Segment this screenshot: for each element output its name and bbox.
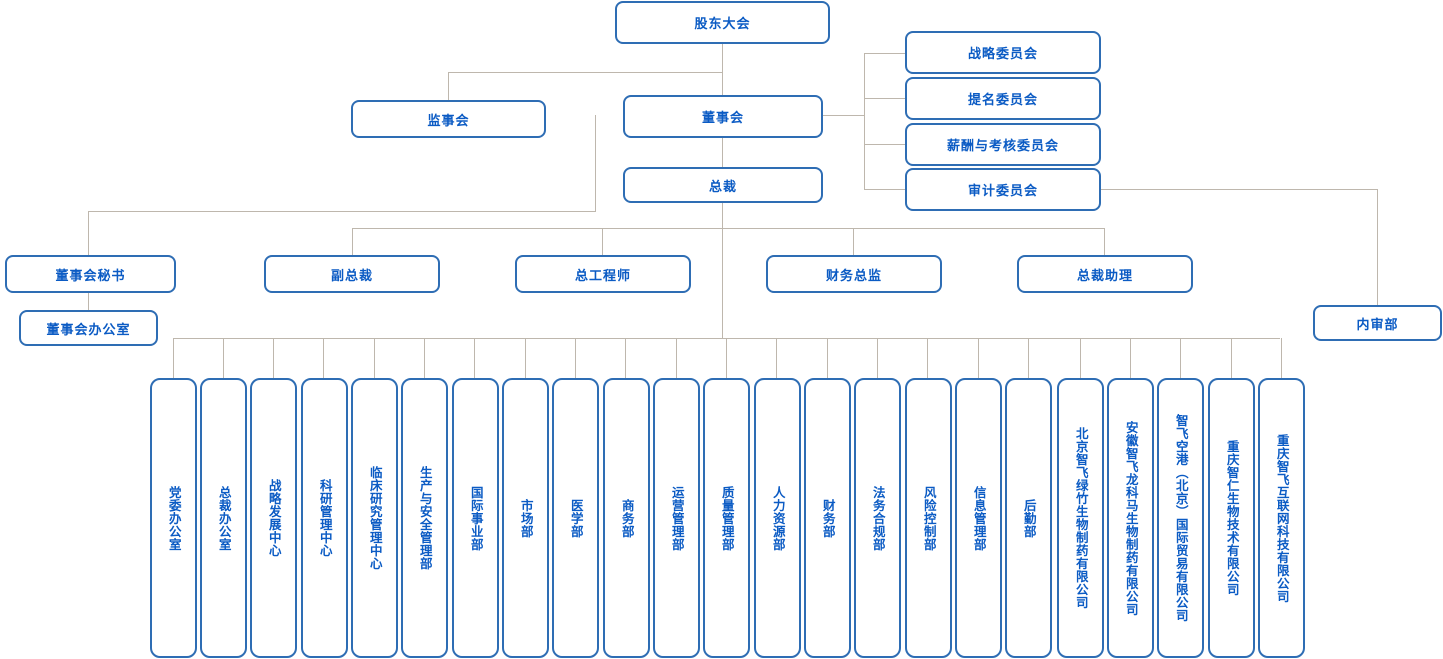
connector-committee-branch-3 (864, 144, 906, 145)
connector-audit-to-internal-audit-h (1101, 189, 1378, 190)
node-subsidiary[interactable]: 重庆智飞互联网科技有限公司 (1258, 378, 1305, 658)
connector-department-drop (726, 338, 727, 378)
connector-secretary-bus (88, 211, 596, 212)
node-department[interactable]: 科研管理中心 (301, 378, 348, 658)
connector-audit-to-internal-audit-v (1377, 189, 1378, 305)
connector-committee-spine (864, 53, 865, 189)
connector-exec-drop-cfo (853, 228, 854, 255)
connector-executive-bus (352, 228, 1105, 229)
node-department[interactable]: 法务合规部 (854, 378, 901, 658)
connector-department-drop (827, 338, 828, 378)
node-department[interactable]: 运营管理部 (653, 378, 700, 658)
connector-department-drop (1281, 338, 1282, 378)
node-department[interactable]: 医学部 (552, 378, 599, 658)
connector-exec-drop-chief-engineer (602, 228, 603, 255)
connector-committee-branch-1 (864, 53, 906, 54)
node-board-secretary[interactable]: 董事会秘书 (5, 255, 176, 293)
node-committee-strategy[interactable]: 战略委员会 (905, 31, 1101, 74)
node-department[interactable]: 临床研究管理中心 (351, 378, 398, 658)
node-subsidiary[interactable]: 北京智飞绿竹生物制药有限公司 (1057, 378, 1104, 658)
node-president[interactable]: 总裁 (623, 167, 823, 203)
node-president-assistant[interactable]: 总裁助理 (1017, 255, 1193, 293)
connector-department-drop (424, 338, 425, 378)
connector-department-drop (323, 338, 324, 378)
connector-president-stem (722, 203, 723, 228)
node-department[interactable]: 商务部 (603, 378, 650, 658)
connector-secretary-to-board-office (88, 293, 89, 310)
node-subsidiary[interactable]: 重庆智仁生物技术有限公司 (1208, 378, 1255, 658)
connector-department-drop (877, 338, 878, 378)
node-subsidiary[interactable]: 安徽智飞龙科马生物制药有限公司 (1107, 378, 1154, 658)
node-department[interactable]: 人力资源部 (754, 378, 801, 658)
connector-department-drop (273, 338, 274, 378)
node-department[interactable]: 风险控制部 (905, 378, 952, 658)
node-department[interactable]: 质量管理部 (703, 378, 750, 658)
connector-department-drop (1028, 338, 1029, 378)
node-vice-president[interactable]: 副总裁 (264, 255, 440, 293)
node-board-office[interactable]: 董事会办公室 (19, 310, 158, 346)
connector-department-drop (474, 338, 475, 378)
node-board-of-supervisors[interactable]: 监事会 (351, 100, 546, 138)
node-department[interactable]: 信息管理部 (955, 378, 1002, 658)
connector-department-drop (525, 338, 526, 378)
connector-secretary-drop (88, 211, 89, 255)
node-committee-audit[interactable]: 审计委员会 (905, 168, 1101, 211)
connector-department-drop (776, 338, 777, 378)
connector-board-to-president (722, 138, 723, 167)
connector-department-drop (575, 338, 576, 378)
connector-president-to-department-bus (722, 228, 723, 338)
connector-exec-drop-vp (352, 228, 353, 255)
connector-department-drop (676, 338, 677, 378)
connector-department-drop (625, 338, 626, 378)
connector-department-drop (1180, 338, 1181, 378)
node-committee-nomination[interactable]: 提名委员会 (905, 77, 1101, 120)
connector-board-left-stem (595, 115, 596, 211)
connector-department-drop (173, 338, 174, 378)
connector-exec-drop-assistant (1104, 228, 1105, 255)
connector-department-drop (223, 338, 224, 378)
node-subsidiary[interactable]: 智飞空港（北京）国际贸易有限公司 (1157, 378, 1204, 658)
node-department[interactable]: 战略发展中心 (250, 378, 297, 658)
node-internal-audit-department[interactable]: 内审部 (1313, 305, 1442, 341)
connector-department-drop (374, 338, 375, 378)
node-department[interactable]: 生产与安全管理部 (401, 378, 448, 658)
node-shareholders-meeting[interactable]: 股东大会 (615, 1, 830, 44)
connector-committee-branch-2 (864, 98, 906, 99)
node-finance-director[interactable]: 财务总监 (766, 255, 942, 293)
connector-supervisors-bus (448, 72, 723, 73)
node-department[interactable]: 党委办公室 (150, 378, 197, 658)
node-department[interactable]: 国际事业部 (452, 378, 499, 658)
node-department[interactable]: 总裁办公室 (200, 378, 247, 658)
node-department[interactable]: 后勤部 (1005, 378, 1052, 658)
node-committee-compensation[interactable]: 薪酬与考核委员会 (905, 123, 1101, 166)
node-chief-engineer[interactable]: 总工程师 (515, 255, 691, 293)
connector-department-drop (1231, 338, 1232, 378)
node-department[interactable]: 财务部 (804, 378, 851, 658)
node-board-of-directors[interactable]: 董事会 (623, 95, 823, 138)
connector-department-drop (1130, 338, 1131, 378)
node-department[interactable]: 市场部 (502, 378, 549, 658)
connector-board-to-committee-spine (823, 115, 865, 116)
connector-committee-branch-4 (864, 189, 906, 190)
connector-department-drop (978, 338, 979, 378)
connector-supervisors-stem (448, 72, 449, 101)
connector-department-drop (1080, 338, 1081, 378)
connector-department-drop (927, 338, 928, 378)
